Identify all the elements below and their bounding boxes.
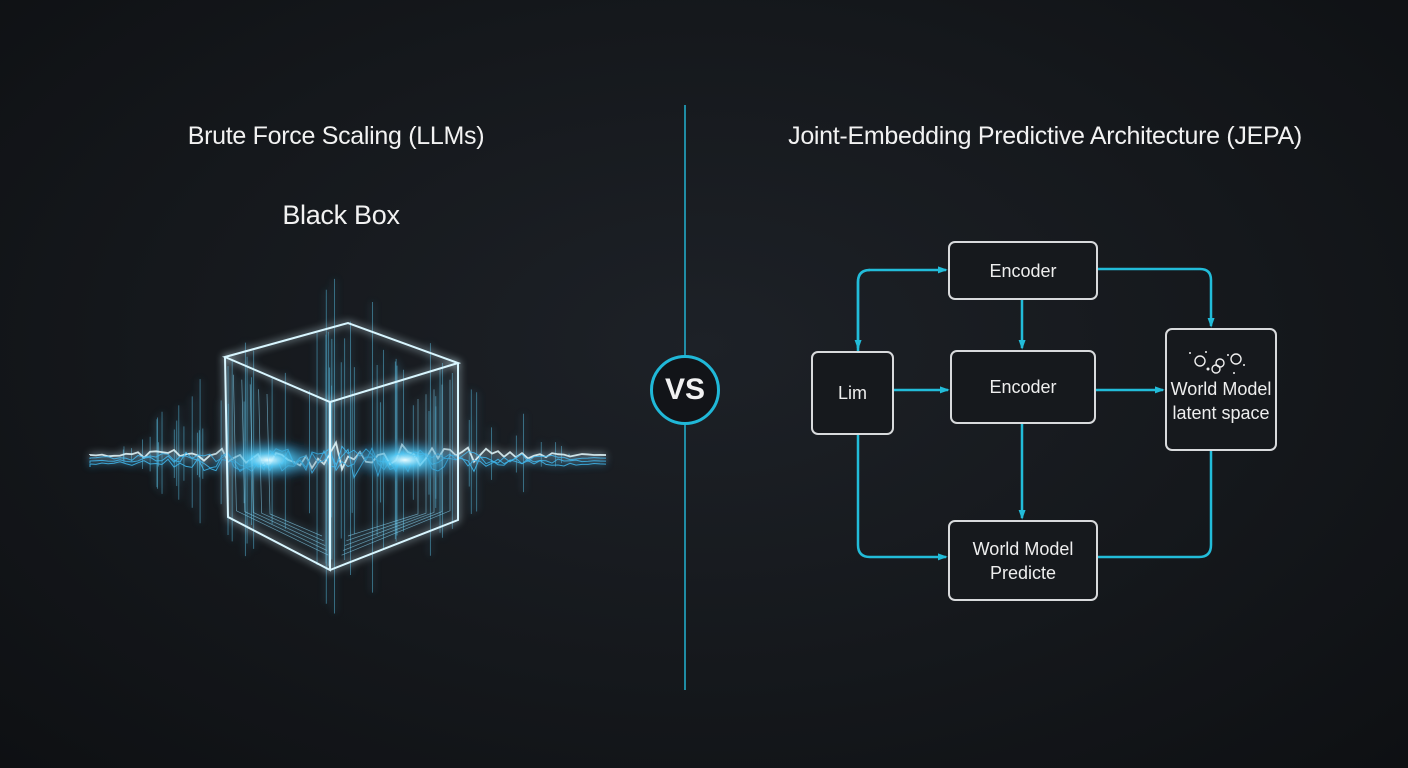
cube-circuit [233, 374, 329, 556]
arrow-encoder-top-to-latent [1097, 267, 1215, 328]
black-box-illustration [89, 278, 607, 614]
black-box-label: Black Box [282, 200, 400, 230]
world-model-latent-label-2: latent space [1172, 402, 1270, 423]
encoder-mid-node: Encoder [950, 350, 1096, 424]
glow-right [345, 438, 465, 482]
cube-circuit [341, 379, 451, 556]
cube-circuit [346, 394, 427, 542]
cube-circuit [249, 384, 326, 546]
world-model-latent-node: World Model latent space [1165, 328, 1277, 451]
cube-circuit [266, 393, 323, 537]
world-model-predictor-node: World Model Predicte [948, 520, 1098, 601]
jepa-connectors [854, 266, 1215, 561]
cube-circuit [344, 389, 435, 546]
left-heading: Brute Force Scaling (LLMs) [187, 122, 485, 150]
arrow-lim-to-predictor [856, 434, 948, 561]
encoder-top-node: Encoder [948, 241, 1098, 300]
world-model-latent-label-1: World Model [1170, 378, 1272, 399]
waveform-line [89, 447, 607, 472]
lim-label: Lim [837, 383, 867, 403]
waveform-line [89, 445, 607, 475]
cube-circuit [343, 384, 443, 551]
cube-left [224, 356, 331, 572]
arrow-lim-to-encoder-top [856, 266, 948, 351]
cube-circuit [258, 389, 324, 542]
encoder-top-label: Encoder [989, 260, 1057, 281]
right-heading: Joint-Embedding Predictive Architecture … [788, 122, 1302, 150]
waveform-line [89, 448, 607, 480]
cube-circuit [241, 379, 327, 551]
vs-badge: VS [650, 355, 720, 425]
lim-node: Lim [811, 351, 894, 435]
line-predictor-to-latent [1097, 450, 1213, 559]
cube-circuit [347, 399, 419, 537]
predictor-label-1: World Model [972, 538, 1074, 559]
latent-bubbles-icon [1189, 350, 1245, 374]
glow-left [208, 438, 328, 482]
arrow-to-lim [854, 268, 871, 350]
predictor-label-2: Predicte [989, 562, 1057, 583]
cube-right [329, 363, 459, 571]
encoder-mid-label: Encoder [989, 377, 1057, 397]
